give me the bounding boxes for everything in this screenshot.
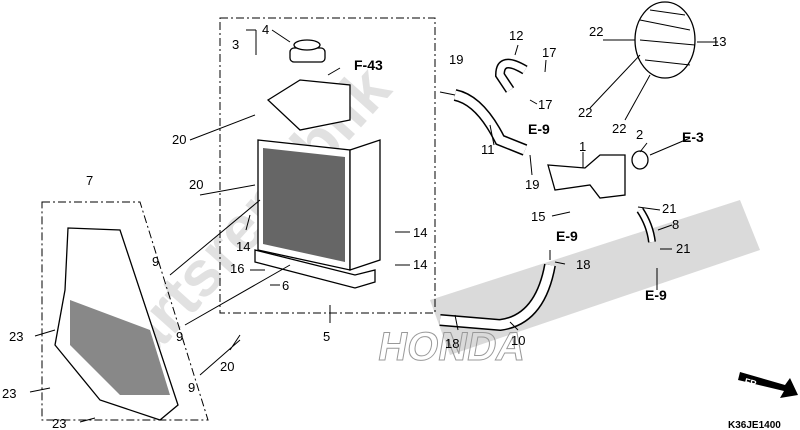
o-ring-2 — [631, 150, 649, 170]
callout-10: 10 — [511, 333, 525, 348]
svg-text:HONDA: HONDA — [375, 324, 529, 369]
callout-23: 23 — [9, 329, 23, 344]
diagram-code: K36JE1400 — [728, 420, 781, 430]
callout-9: 9 — [152, 254, 159, 269]
callout-20: 20 — [172, 132, 186, 147]
callout-2: 2 — [636, 127, 643, 142]
callout-18: 18 — [445, 336, 459, 351]
callout-22: 22 — [578, 105, 592, 120]
callout-5: 5 — [323, 329, 330, 344]
callout-20: 20 — [189, 177, 203, 192]
radiator-cover — [54, 227, 179, 421]
ref-e3[interactable]: E-3 — [682, 129, 704, 145]
callout-16: 16 — [230, 261, 244, 276]
callout-12: 12 — [509, 28, 523, 43]
callout-14: 14 — [413, 257, 427, 272]
callout-23: 23 — [2, 386, 16, 401]
callout-19: 19 — [525, 177, 539, 192]
ref-f43[interactable]: F-43 — [354, 57, 383, 73]
callout-9: 9 — [188, 380, 195, 395]
callout-14: 14 — [236, 239, 250, 254]
callout-19: 19 — [449, 52, 463, 67]
callout-21: 21 — [676, 241, 690, 256]
radiator — [254, 39, 381, 289]
front-direction-indicator: FR. — [738, 372, 798, 398]
callout-22: 22 — [589, 24, 603, 39]
callout-22: 22 — [612, 121, 626, 136]
callout-7: 7 — [86, 173, 93, 188]
water-pipe-1 — [547, 154, 626, 199]
ref-e9[interactable]: E-9 — [645, 287, 667, 303]
callout-20: 20 — [220, 359, 234, 374]
section-references: F-43 E-9 E-3 E-9 E-9 — [354, 57, 704, 303]
callout-3: 3 — [232, 37, 239, 52]
radiator-assembly-outline — [219, 17, 436, 314]
callout-17: 17 — [542, 45, 556, 60]
callout-21: 21 — [662, 201, 676, 216]
front-label: FR. — [743, 376, 760, 389]
callout-11: 11 — [481, 142, 495, 157]
leader-lines — [29, 29, 718, 423]
cooling-fan-13 — [634, 1, 696, 79]
callout-8: 8 — [672, 217, 679, 232]
ref-e9[interactable]: E-9 — [556, 228, 578, 244]
callout-14: 14 — [413, 225, 427, 240]
callout-23: 23 — [52, 416, 66, 430]
callout-9: 9 — [176, 329, 183, 344]
callout-15: 15 — [531, 209, 545, 224]
ref-e9[interactable]: E-9 — [528, 121, 550, 137]
cover-assembly-outline — [41, 201, 209, 421]
callouts: 4 3 19 12 17 17 22 22 22 13 2 1 11 19 20… — [2, 22, 726, 430]
callout-13: 13 — [712, 34, 726, 49]
callout-18: 18 — [576, 257, 590, 272]
callout-1: 1 — [579, 139, 586, 154]
callout-17: 17 — [538, 97, 552, 112]
callout-4: 4 — [262, 22, 269, 37]
honda-watermark: HONDA — [374, 200, 760, 369]
callout-6: 6 — [282, 278, 289, 293]
